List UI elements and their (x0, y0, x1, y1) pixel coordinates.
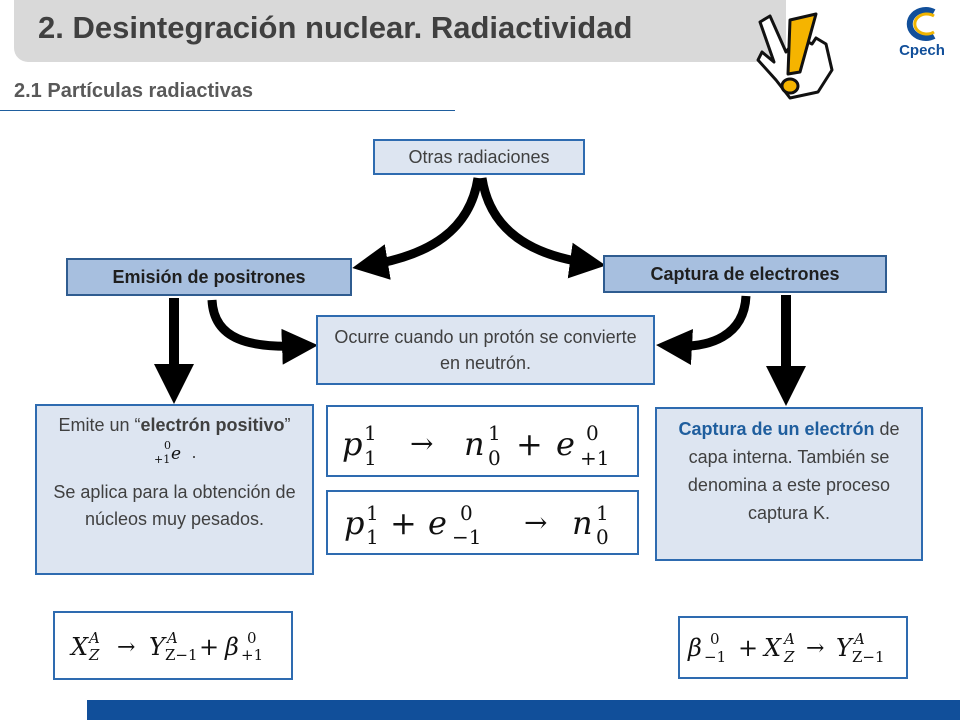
svg-text:Y: Y (149, 633, 167, 661)
svg-text:n: n (572, 504, 593, 542)
svg-text:1: 1 (488, 421, 501, 445)
electron-positivo-label: electrón positivo (140, 415, 285, 435)
positron-symbol: 0 +1 e (154, 439, 181, 466)
cpech-logo: Cpech (890, 4, 954, 66)
svg-text:1: 1 (364, 446, 377, 470)
section-subtitle: 2.1 Partículas radiactivas (14, 80, 254, 102)
svg-text:Z−1: Z−1 (165, 646, 198, 664)
svg-text:+: + (199, 633, 219, 661)
arrow-to-emision (352, 177, 483, 280)
node-otras-radiaciones: Otras radiaciones (373, 139, 585, 175)
svg-text:e: e (556, 425, 575, 463)
svg-text:Y: Y (836, 634, 854, 662)
equation-proton-to-neutron-positron: p 1 1 → n 1 0 + e 0 +1 (326, 405, 639, 477)
svg-text:1: 1 (364, 421, 377, 445)
svg-text:+1: +1 (241, 646, 263, 664)
svg-text:0: 0 (586, 421, 599, 445)
svg-text:0: 0 (488, 446, 501, 470)
svg-text:0: 0 (710, 630, 720, 648)
svg-text:→: → (806, 636, 824, 661)
svg-text:e: e (428, 504, 447, 542)
exclamation-icon (780, 12, 818, 95)
captura-un-electron-label: Captura de un electrón (678, 419, 875, 439)
svg-text:+1: +1 (580, 446, 609, 470)
node-emision-positrones: Emisión de positrones (66, 258, 352, 296)
svg-text:+: + (516, 425, 543, 463)
svg-text:A: A (852, 630, 865, 648)
arrow-captura-to-ocurre (656, 295, 751, 365)
arrow-emision-to-ocurre (207, 299, 318, 365)
node-captura-k: Captura de un electrón de capa interna. … (655, 407, 923, 561)
equation-beta-plus-decay: X A Z → Y A Z−1 + β 0 +1 (53, 611, 293, 680)
svg-text:β: β (687, 634, 702, 662)
svg-text:p: p (342, 425, 362, 463)
svg-text:X: X (762, 634, 782, 662)
svg-text:p: p (344, 504, 364, 542)
title-bar (14, 0, 786, 62)
footer-bar (87, 700, 960, 720)
emite-para2: Se aplica para la obtención de núcleos m… (53, 482, 296, 530)
svg-text:+1: +1 (154, 453, 170, 466)
svg-text:A: A (87, 629, 100, 647)
svg-text:+: + (390, 504, 417, 542)
svg-text:n: n (464, 425, 485, 463)
node-captura-electrones: Captura de electrones (603, 255, 887, 293)
page-title: 2. Desintegración nuclear. Radiactividad (38, 10, 633, 45)
svg-text:X: X (69, 633, 89, 661)
node-emite-positron: Emite un “electrón positivo” 0 +1 e . Se… (35, 404, 314, 575)
svg-text:Z: Z (88, 646, 100, 664)
svg-text:−1: −1 (704, 648, 726, 666)
svg-text:→: → (117, 635, 135, 660)
svg-text:0: 0 (596, 525, 609, 549)
svg-text:A: A (782, 630, 795, 648)
subtitle-divider (0, 110, 455, 111)
svg-text:0: 0 (164, 439, 171, 452)
equation-electron-capture: β 0 −1 + X A Z → Y A Z−1 (678, 616, 908, 679)
svg-text:β: β (224, 633, 239, 661)
svg-text:1: 1 (596, 501, 609, 525)
svg-text:1: 1 (366, 525, 379, 549)
svg-text:→: → (410, 427, 433, 460)
svg-text:→: → (524, 506, 547, 539)
arrow-to-captura (477, 177, 606, 279)
svg-text:+: + (738, 634, 758, 662)
svg-text:A: A (165, 629, 178, 647)
svg-text:Z−1: Z−1 (852, 648, 885, 666)
svg-text:0: 0 (460, 501, 473, 525)
svg-text:1: 1 (366, 501, 379, 525)
svg-text:Z: Z (783, 648, 795, 666)
node-proton-neutron: Ocurre cuando un protón se convierte en … (316, 315, 655, 385)
svg-text:−1: −1 (452, 525, 481, 549)
logo-text: Cpech (899, 42, 945, 59)
svg-text:0: 0 (247, 629, 257, 647)
emite-line1: Emite un “electrón positivo” 0 +1 e . (58, 415, 291, 467)
svg-text:e: e (171, 444, 181, 464)
equation-proton-electron-to-neutron: p 1 1 + e 0 −1 → n 1 0 (326, 490, 639, 555)
